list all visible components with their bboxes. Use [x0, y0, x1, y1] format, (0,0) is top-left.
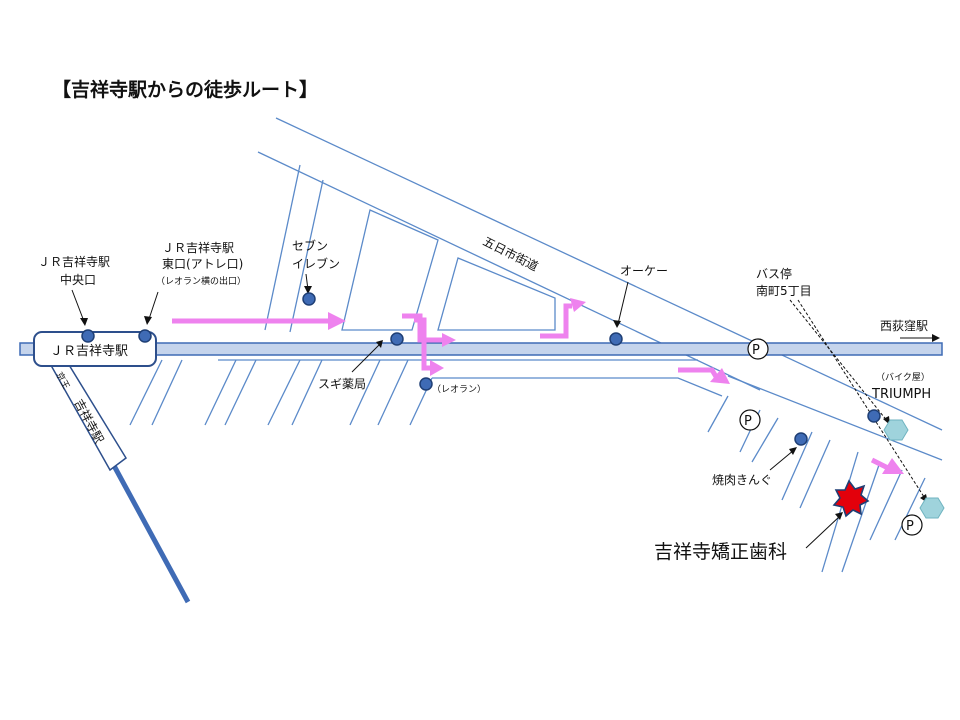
- svg-text:P: P: [752, 343, 760, 358]
- north-blocks: [264, 164, 556, 333]
- parking-icon: P: [901, 514, 923, 536]
- keio-railway: [109, 460, 191, 604]
- map-title: 【吉祥寺駅からの徒歩ルート】: [52, 78, 318, 101]
- central-exit-label-2: 中央口: [60, 272, 96, 287]
- east-exit-label-1: ＪＲ吉祥寺駅: [162, 241, 234, 255]
- seven-eleven-label-2: イレブン: [292, 256, 340, 271]
- hexagon-icon: [919, 497, 945, 519]
- sugi-pharmacy-marker: [390, 332, 404, 346]
- bus-stop-label-2: 南町5丁目: [756, 283, 812, 298]
- ok-store-label: オーケー: [620, 264, 668, 278]
- east-exit-label-2: 東口(アトレ口): [162, 257, 243, 271]
- sugi-pharmacy-label: スギ薬局: [318, 377, 366, 391]
- itsukaichi-label: 五日市街道: [481, 233, 541, 274]
- bike-shop-label-2: TRIUMPH: [871, 387, 931, 402]
- triumph-marker: [867, 409, 881, 423]
- svg-text:P: P: [906, 519, 914, 534]
- south-road: [218, 359, 943, 461]
- jr-railway: [19, 342, 943, 356]
- ok-store-marker: [609, 332, 623, 346]
- star-icon: [832, 479, 870, 518]
- svg-text:P: P: [744, 414, 752, 429]
- southeast-blocks: [707, 395, 926, 573]
- nishiogikubo-label: 西荻窪駅: [880, 318, 928, 333]
- jr-station-box: [33, 331, 157, 367]
- clinic-label: 吉祥寺矯正歯科: [654, 541, 787, 563]
- bus-stop-label-1: バス停: [756, 266, 792, 281]
- walking-route: [172, 298, 904, 474]
- yakiniku-marker: [794, 432, 808, 446]
- seven-eleven-label-1: セブン: [292, 238, 328, 253]
- hexagon-icon: [883, 419, 909, 441]
- parking-icon: P: [739, 409, 761, 431]
- central-exit-label-1: ＪＲ吉祥寺駅: [38, 255, 110, 269]
- east-exit-label-3: （レオラン横の出口）: [156, 275, 246, 287]
- east-exit-marker: [138, 329, 152, 343]
- jr-station-label: ＪＲ吉祥寺駅: [50, 344, 128, 359]
- south-blocks: [129, 359, 409, 426]
- parking-icon: P: [747, 338, 769, 360]
- leoran-label: （レオラン）: [432, 384, 486, 395]
- seven-eleven-marker: [302, 292, 316, 306]
- bike-shop-label-1: （バイク屋）: [876, 372, 930, 383]
- central-exit-marker: [81, 329, 95, 343]
- yakiniku-label: 焼肉きんぐ: [712, 473, 772, 487]
- leoran-marker: [419, 377, 433, 391]
